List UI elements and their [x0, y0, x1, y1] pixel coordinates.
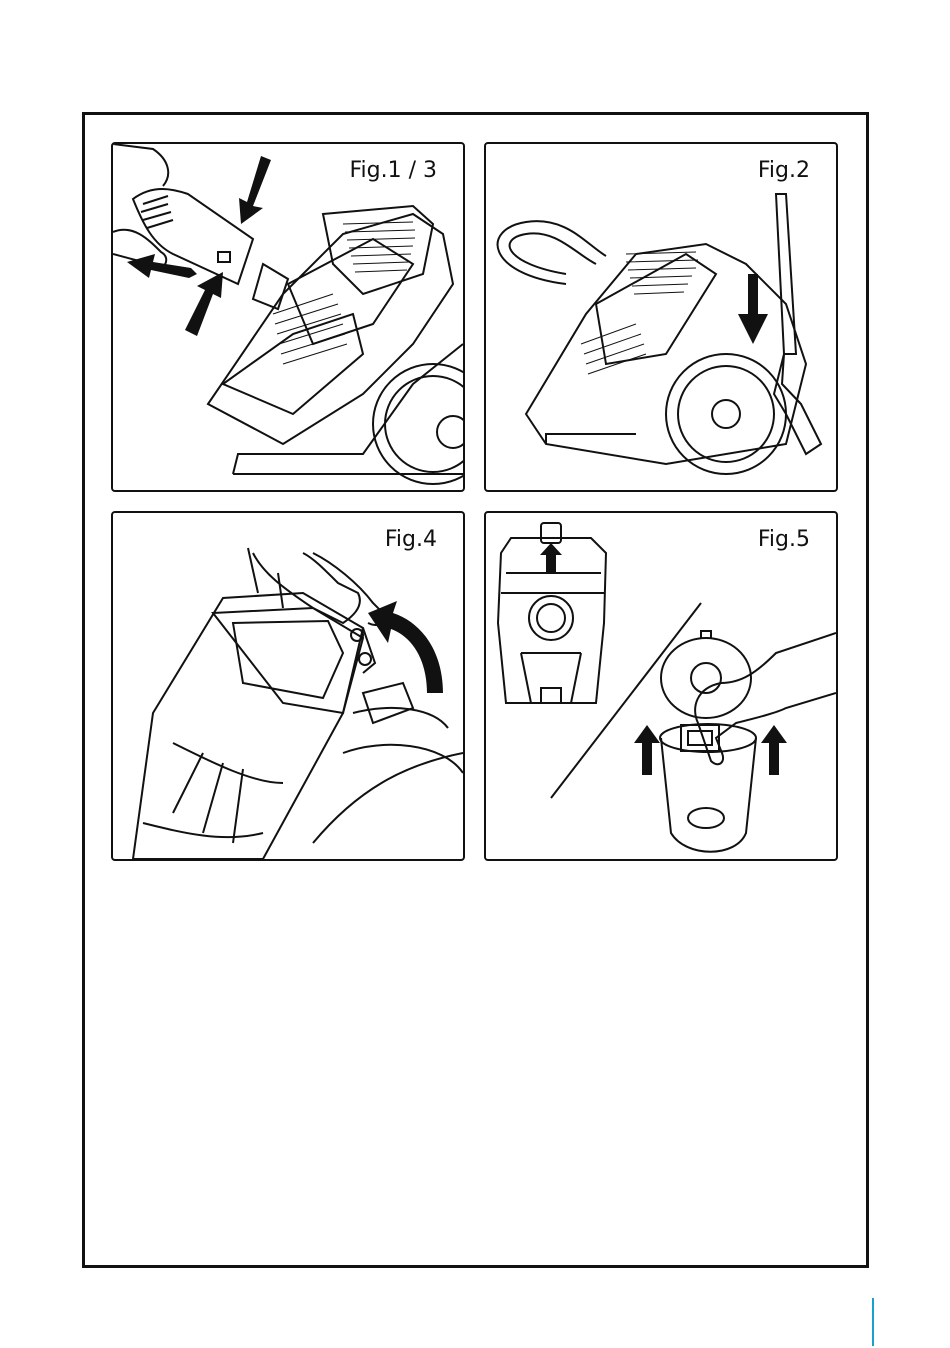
dust-container-release-illustration — [113, 513, 463, 859]
figure-panel-4: Fig.4 — [111, 511, 465, 861]
arrow-icon — [127, 156, 271, 336]
page-frame: Fig.1 / 3 — [82, 112, 869, 1268]
figure-label: Fig.5 — [758, 527, 810, 552]
figure-label: Fig.4 — [385, 527, 437, 552]
figure-label: Fig.2 — [758, 158, 810, 183]
page-accent-bar — [872, 1298, 874, 1346]
vacuum-hose-removal-illustration — [113, 144, 463, 490]
arrow-icon — [540, 543, 787, 775]
arrow-icon — [738, 274, 768, 344]
figure-label: Fig.1 / 3 — [349, 158, 437, 183]
arrow-icon — [368, 601, 443, 693]
figure-panel-2: Fig.2 — [484, 142, 838, 492]
vacuum-storage-illustration — [486, 144, 836, 490]
filter-removal-illustration — [486, 513, 836, 859]
figure-panel-5: Fig.5 — [484, 511, 838, 861]
figure-panel-1: Fig.1 / 3 — [111, 142, 465, 492]
